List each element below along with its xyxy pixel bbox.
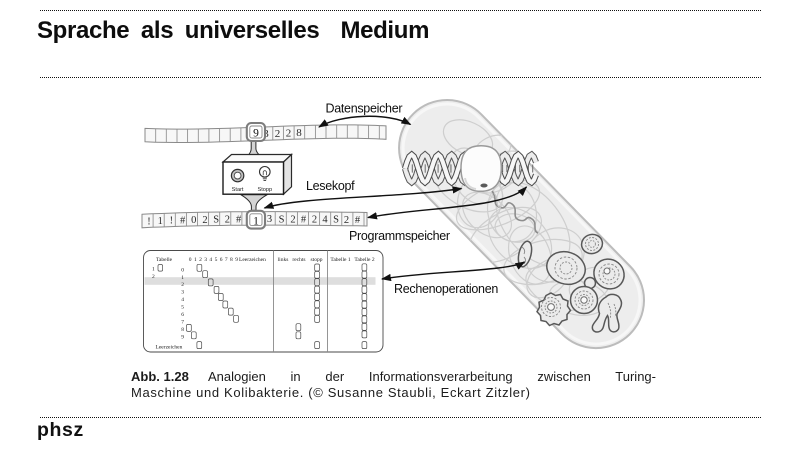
svg-text:1: 1 [152,267,155,273]
svg-text:#: # [180,215,186,226]
svg-text:2: 2 [202,215,207,226]
svg-text:rechts: rechts [292,257,305,263]
svg-text:2: 2 [290,214,295,225]
svg-text:links: links [278,257,289,263]
svg-text:3: 3 [267,214,272,225]
svg-text:1: 1 [194,257,197,263]
svg-text:Tabelle 1: Tabelle 1 [330,257,350,263]
svg-text:2: 2 [181,282,184,288]
svg-text:Tabelle 2: Tabelle 2 [354,257,374,263]
svg-text:6: 6 [181,312,184,318]
svg-text:5: 5 [215,257,218,263]
svg-text:4: 4 [181,297,184,303]
svg-text:!: ! [147,217,151,228]
svg-text:0: 0 [181,267,184,273]
svg-text:3: 3 [263,128,269,140]
svg-text:9: 9 [235,257,238,263]
svg-text:5: 5 [181,305,184,311]
svg-text:7: 7 [225,257,228,263]
svg-text:2: 2 [152,274,155,280]
svg-text:3: 3 [181,290,184,296]
svg-text:8: 8 [230,257,233,263]
svg-text:4: 4 [322,215,328,226]
svg-text:9: 9 [253,128,259,140]
svg-text:2: 2 [344,215,349,226]
svg-text:1: 1 [158,216,163,227]
svg-text:8: 8 [181,327,184,333]
svg-text:S: S [213,215,219,226]
svg-text:6: 6 [220,257,223,263]
svg-text:#: # [355,215,361,226]
svg-text:4: 4 [209,257,212,263]
svg-text:Datenspeicher: Datenspeicher [326,102,403,116]
svg-text:0: 0 [189,257,192,263]
svg-text:#: # [236,214,242,225]
svg-text:0: 0 [191,215,196,226]
svg-text:9: 9 [181,334,184,340]
svg-text:2: 2 [286,127,292,139]
svg-text:Leerzeichen: Leerzeichen [156,345,183,351]
svg-text:#: # [301,214,307,225]
svg-text:Rechenoperationen: Rechenoperationen [394,282,498,296]
svg-text:2: 2 [199,257,202,263]
svg-text:7: 7 [181,319,184,325]
svg-text:8: 8 [296,127,302,139]
svg-text:Start: Start [232,187,244,193]
svg-text:2: 2 [225,215,230,226]
svg-text:stopp: stopp [311,257,323,263]
svg-text:!: ! [170,216,174,227]
svg-text:Tabelle: Tabelle [156,257,173,263]
svg-text:Stopp: Stopp [257,187,272,193]
svg-text:Leerzeichen: Leerzeichen [239,257,266,263]
svg-text:1: 1 [181,275,184,281]
svg-text:2: 2 [312,214,317,225]
svg-text:S: S [333,215,339,226]
svg-text:2: 2 [275,128,281,140]
svg-text:Programmspeicher: Programmspeicher [349,229,450,243]
svg-text:S: S [279,214,285,225]
svg-text:1: 1 [253,215,259,227]
svg-text:Lesekopf: Lesekopf [306,179,355,193]
svg-text:3: 3 [204,257,207,263]
